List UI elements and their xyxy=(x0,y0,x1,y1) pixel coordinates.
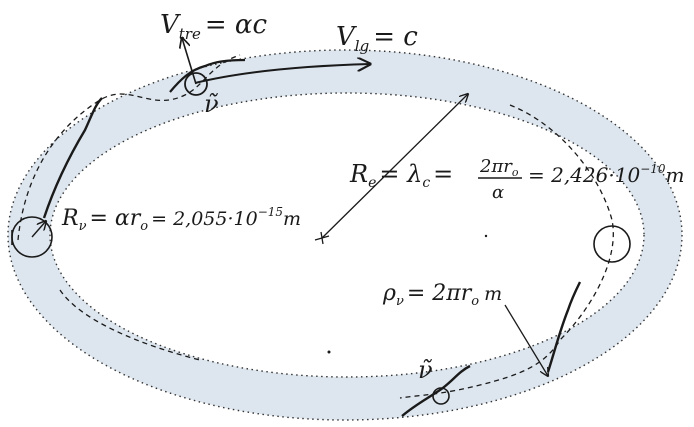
outer-dotted-outline xyxy=(7,49,683,421)
particle-circle-top xyxy=(184,72,208,96)
dashed-wave-path xyxy=(17,54,614,399)
small-radius-arrow xyxy=(31,221,46,238)
speck-dot xyxy=(484,234,488,238)
svg-text:= 2,426·10−10m: = 2,426·10−10m xyxy=(528,162,684,187)
v-tre-label: Vtre= αc xyxy=(160,10,267,43)
re-formula: Re= λc= 2πro α = 2,426·10−10m xyxy=(349,156,684,203)
rho-pointer-line xyxy=(504,304,548,376)
large-radius-arrow xyxy=(321,94,468,239)
wave-segment-top xyxy=(169,58,246,93)
rv-formula: Rν= αro= 2,055·10−15m xyxy=(61,205,301,234)
svg-text:2πro: 2πro xyxy=(479,156,519,179)
svg-text:Re= λc=: Re= λc= xyxy=(349,160,453,191)
center-cross xyxy=(314,231,330,245)
light-velocity-arrow xyxy=(194,64,370,84)
nu-top-label: ν̃ xyxy=(204,90,219,118)
speck-dot xyxy=(327,350,331,354)
v-lg-label: Vlg= c xyxy=(336,22,418,55)
particle-circle-bottom xyxy=(432,387,450,405)
nu-bottom-label: ν̃ xyxy=(418,356,433,384)
tre-velocity-arrow xyxy=(182,38,197,85)
inner-dotted-outline xyxy=(49,92,645,378)
svg-text:α: α xyxy=(492,182,504,203)
wave-segment-bottom xyxy=(401,364,471,417)
cross-section-circle-right xyxy=(593,225,631,263)
wave-segment-left xyxy=(42,97,103,219)
orbit-band xyxy=(8,50,682,420)
wave-segment-right xyxy=(546,281,582,373)
